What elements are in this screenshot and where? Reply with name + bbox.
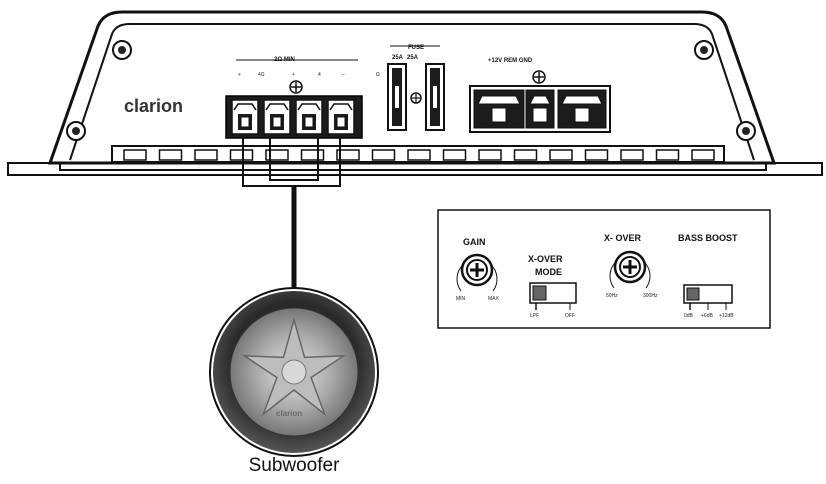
- heatsink-fin: [655, 149, 680, 161]
- speaker-terminal[interactable]: [327, 99, 355, 135]
- speaker-terminal-block: 2Ω MIN +4Ω +4 −: [225, 57, 363, 139]
- bass-boost-control: BASS BOOST 0dB +6dB +12dB: [678, 233, 738, 319]
- subwoofer-cone-logo: clarion: [276, 409, 302, 418]
- speaker-terminal-marking: −: [342, 72, 345, 78]
- terminal-screw: [289, 80, 303, 94]
- heatsink-fin: [229, 149, 254, 161]
- fuse-block: FUSE 25A 25A Ω: [376, 45, 445, 131]
- heatsink-fin: [300, 149, 325, 161]
- fuse-1: [387, 63, 407, 131]
- speaker-terminal-label: 2Ω MIN: [274, 57, 295, 63]
- power-terminal-block: +12V REM GND: [469, 58, 611, 133]
- gain-min-label: MIN: [456, 296, 466, 302]
- heatsink-fin: [265, 149, 289, 161]
- heatsink-fin: [513, 149, 538, 161]
- amplifier: clarion 2Ω MIN +4Ω +4 − FUSE 25A 25A: [7, 10, 823, 176]
- xover-max-label: 300Hz: [643, 293, 658, 299]
- bass-boost-option-6db: +6dB: [701, 313, 713, 319]
- amp-housing-bevel: [69, 23, 755, 161]
- amp-screw-top-right: [694, 40, 714, 60]
- heatsink-fin: [123, 149, 147, 161]
- gain-label: GAIN: [463, 237, 486, 247]
- power-terminal[interactable]: [473, 89, 525, 129]
- xover-mode-control: X-OVER MODE LPF OFF: [528, 254, 577, 319]
- gain-knob[interactable]: [460, 253, 494, 287]
- heatsink-fin: [620, 149, 644, 161]
- power-terminal-screw: [532, 70, 546, 84]
- speaker-terminal-marking: 4: [318, 72, 321, 78]
- xover-mode-label-line2: MODE: [535, 267, 562, 277]
- bass-boost-label: BASS BOOST: [678, 233, 738, 243]
- heatsink-fin: [407, 149, 431, 161]
- fuse-rating-2: 25A: [407, 55, 419, 61]
- bass-boost-switch[interactable]: [683, 284, 733, 304]
- gain-control: GAIN MIN MAX: [456, 237, 500, 302]
- xover-control: X- OVER 50Hz 300Hz: [604, 233, 658, 299]
- amp-screw-bottom-right: [736, 121, 756, 141]
- amp-housing: [47, 10, 777, 165]
- gain-max-label: MAX: [488, 296, 500, 302]
- fuse-screw: [410, 92, 422, 104]
- heatsink-fin: [336, 149, 360, 161]
- heatsink-fin: [584, 149, 609, 161]
- xover-mode-switch[interactable]: [529, 282, 577, 304]
- speaker-wiring: [242, 137, 341, 305]
- heatsink-fin: [549, 149, 573, 161]
- power-terminal[interactable]: [525, 89, 555, 129]
- subwoofer: clarion: [209, 287, 379, 457]
- heatsink-fin: [158, 149, 183, 161]
- fuse-side-mark: Ω: [376, 72, 380, 78]
- heatsink-fin: [478, 149, 502, 161]
- heatsink-fin: [691, 149, 715, 161]
- xover-min-label: 50Hz: [606, 293, 618, 299]
- fuse-label: FUSE: [408, 45, 424, 51]
- speaker-terminal-marking: +: [292, 72, 295, 78]
- speaker-terminal-marking: 4Ω: [258, 72, 265, 78]
- fuse-2: [425, 63, 445, 131]
- subwoofer-caption: Subwoofer: [249, 455, 341, 476]
- heatsink-fin: [194, 149, 218, 161]
- power-terminal-label: +12V REM GND: [488, 58, 533, 64]
- amp-heatsink-fins: [111, 145, 725, 163]
- bass-boost-option-12db: +12dB: [719, 313, 734, 319]
- power-terminal[interactable]: [557, 89, 607, 129]
- xover-mode-label-line1: X-OVER: [528, 254, 563, 264]
- amp-screw-top-left: [112, 40, 132, 60]
- xover-label: X- OVER: [604, 233, 642, 243]
- amp-flange: [7, 162, 823, 176]
- heatsink-fin: [442, 149, 467, 161]
- speaker-terminal[interactable]: [231, 99, 259, 135]
- speaker-terminal-marking: +: [238, 72, 241, 78]
- heatsink-fin: [371, 149, 396, 161]
- fuse-rating-1: 25A: [392, 55, 404, 61]
- control-panel: GAIN MIN MAX X-OVER MODE LPF OFF: [437, 209, 771, 329]
- speaker-terminal[interactable]: [295, 99, 323, 135]
- xover-mode-left-label: LPF: [530, 313, 539, 319]
- bass-boost-option-0db: 0dB: [684, 313, 694, 319]
- xover-mode-right-label: OFF: [565, 313, 575, 319]
- speaker-terminal[interactable]: [263, 99, 291, 135]
- amp-screw-bottom-left: [66, 121, 86, 141]
- amp-brand-logo: clarion: [124, 96, 183, 116]
- xover-knob[interactable]: [613, 250, 647, 284]
